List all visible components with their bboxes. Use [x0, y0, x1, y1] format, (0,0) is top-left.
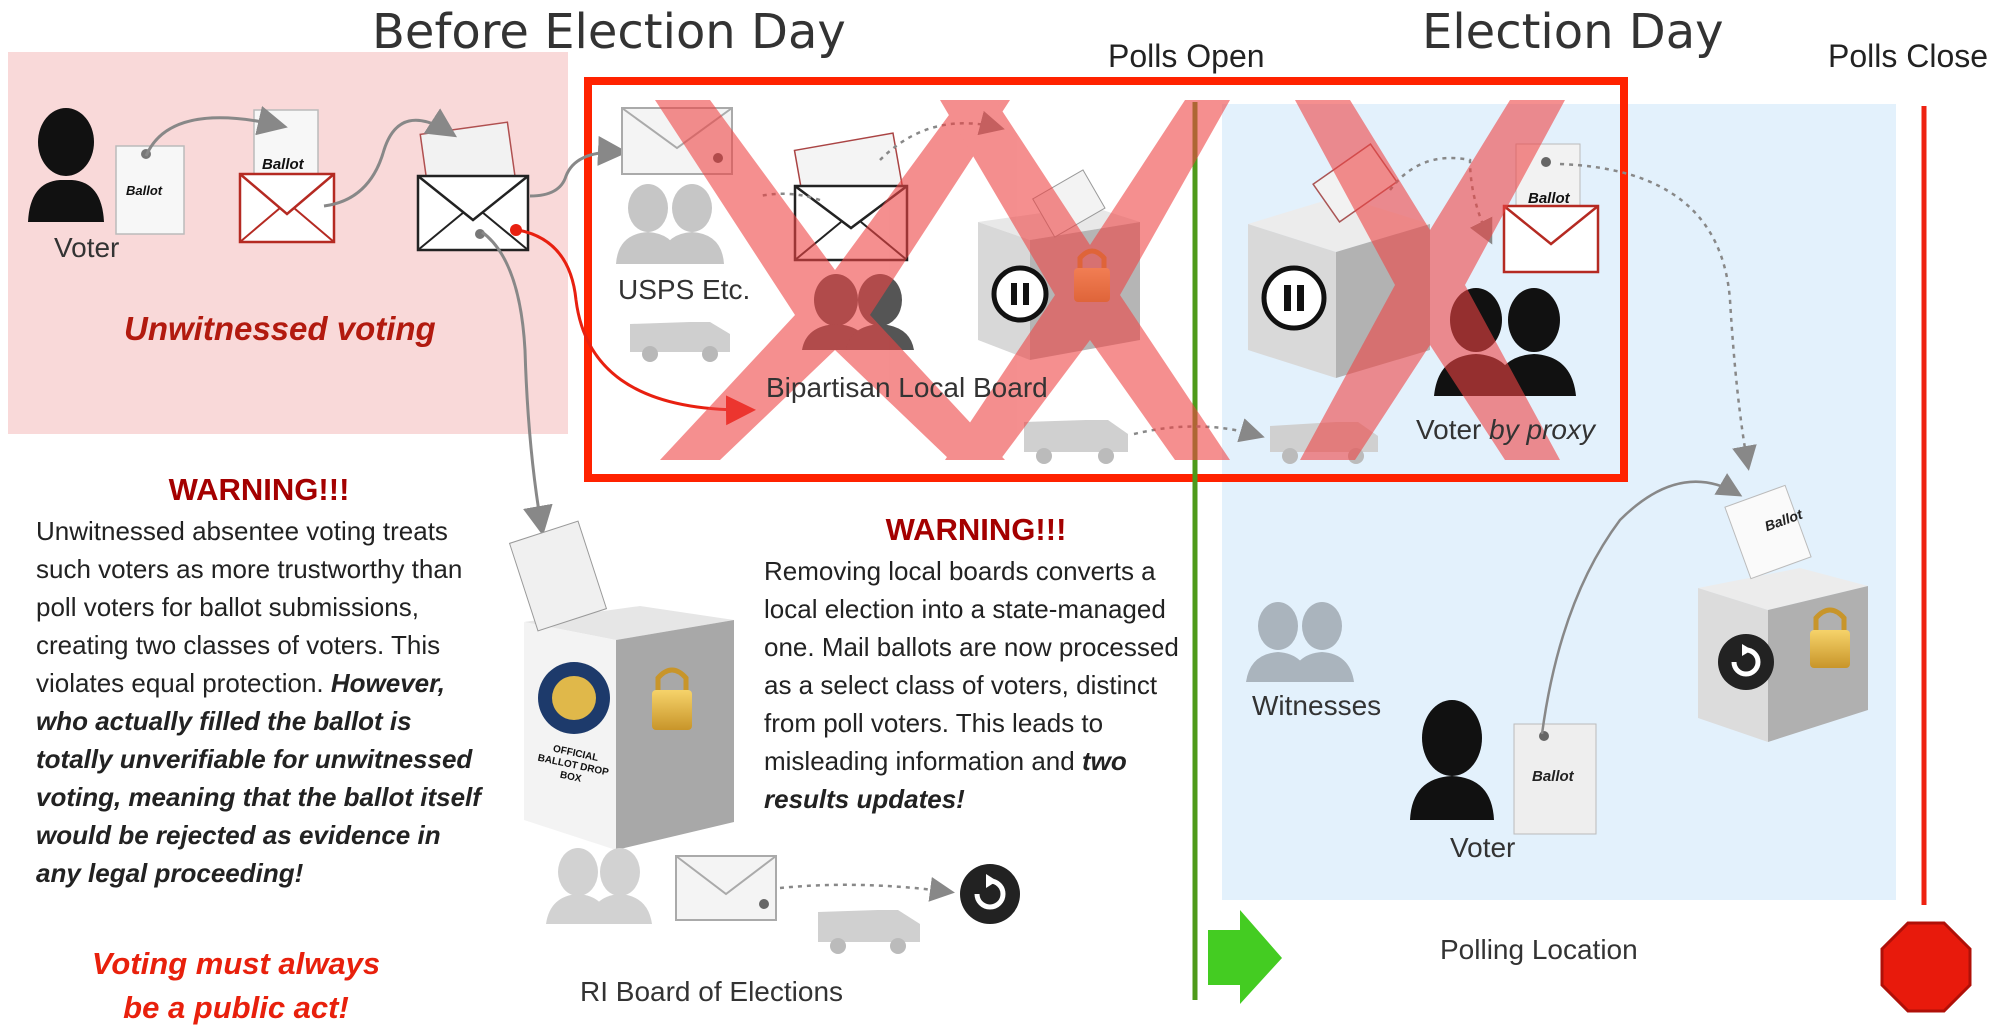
witnesses-label: Witnesses	[1252, 690, 1382, 721]
ri-board-refresh-icon	[960, 864, 1020, 924]
ri-board-envelope-icon	[675, 855, 777, 921]
before-election-header: Before Election Day	[372, 4, 846, 60]
voter-by-proxy-label: Voter by proxy	[1416, 414, 1595, 446]
voter-silhouette-icon	[28, 108, 104, 222]
witnesses-icon	[1246, 602, 1354, 682]
polling-van-icon	[1024, 420, 1128, 464]
election-day-header: Election Day	[1422, 4, 1724, 60]
ballot-voter-text: Ballot	[126, 183, 163, 198]
voter-right-label: Voter	[1450, 832, 1516, 863]
polling-padlock-icon	[1810, 607, 1850, 668]
local-pause-icon	[991, 265, 1049, 323]
usps-people-icon	[616, 184, 724, 264]
warning-left-body: Unwitnessed absentee voting treats such …	[36, 512, 486, 892]
stop-sign-icon	[1880, 921, 1972, 1013]
slogan-line-2: be a public act!	[123, 990, 349, 1025]
warning-left-text: Unwitnessed absentee voting treats such …	[36, 516, 463, 698]
voter-by-proxy-text: Voter	[1416, 414, 1490, 445]
ri-board-label: RI Board of Elections	[580, 976, 844, 1007]
polls-close-label: Polls Close	[1828, 38, 1989, 74]
proxy-ballot-envelope-icon	[1502, 143, 1600, 274]
ballot-envelope-text: Ballot	[262, 156, 304, 173]
voter-right-silhouette-icon	[1410, 700, 1494, 820]
removed-process-frame	[584, 77, 1628, 482]
ballot-paper-icon	[115, 145, 185, 235]
ri-board-people-icon	[546, 848, 652, 924]
polling-refresh-icon	[1718, 634, 1774, 690]
ballot-right-text: Ballot	[1532, 768, 1574, 785]
warning-mid-text: Removing local boards converts a local e…	[764, 556, 1179, 776]
sealed-envelope-icon	[416, 121, 530, 252]
red-x-icon	[655, 100, 1565, 460]
public-act-slogan: Voting must always be a public act!	[36, 942, 436, 1030]
ballot-proxy-text: Ballot	[1528, 190, 1570, 207]
polling-ballot-box-icon	[1698, 484, 1868, 742]
unwitnessed-voting-label: Unwitnessed voting	[124, 310, 436, 347]
warning-mid-title: WARNING!!!	[885, 512, 1067, 547]
proxy-pause-icon	[1261, 265, 1327, 331]
ballot-envelope-icon	[238, 109, 336, 244]
warning-left-bold: However, who actually filled the ballot …	[36, 668, 481, 888]
drop-box-icon	[508, 520, 734, 850]
warning-mid-bold: two results updates!	[764, 746, 1127, 814]
usps-label: USPS Etc.	[618, 274, 751, 305]
ri-board-van-icon	[818, 910, 920, 954]
drop-box-padlock-icon	[652, 667, 692, 730]
by-proxy-text: by proxy	[1489, 414, 1595, 445]
polling-location-label: Polling Location	[1440, 934, 1638, 965]
usps-van-icon	[630, 322, 730, 362]
slogan-line-1: Voting must always	[91, 946, 381, 981]
warning-left-title: WARNING!!!	[168, 472, 350, 507]
green-arrow-icon	[1208, 910, 1282, 1004]
voter-right-ballot-icon	[1513, 723, 1597, 835]
voter-left-label: Voter	[54, 232, 120, 263]
bipartisan-board-label: Bipartisan Local Board	[766, 372, 1048, 403]
warning-mid-body: Removing local boards converts a local e…	[764, 552, 1194, 818]
polls-open-label: Polls Open	[1108, 38, 1265, 74]
